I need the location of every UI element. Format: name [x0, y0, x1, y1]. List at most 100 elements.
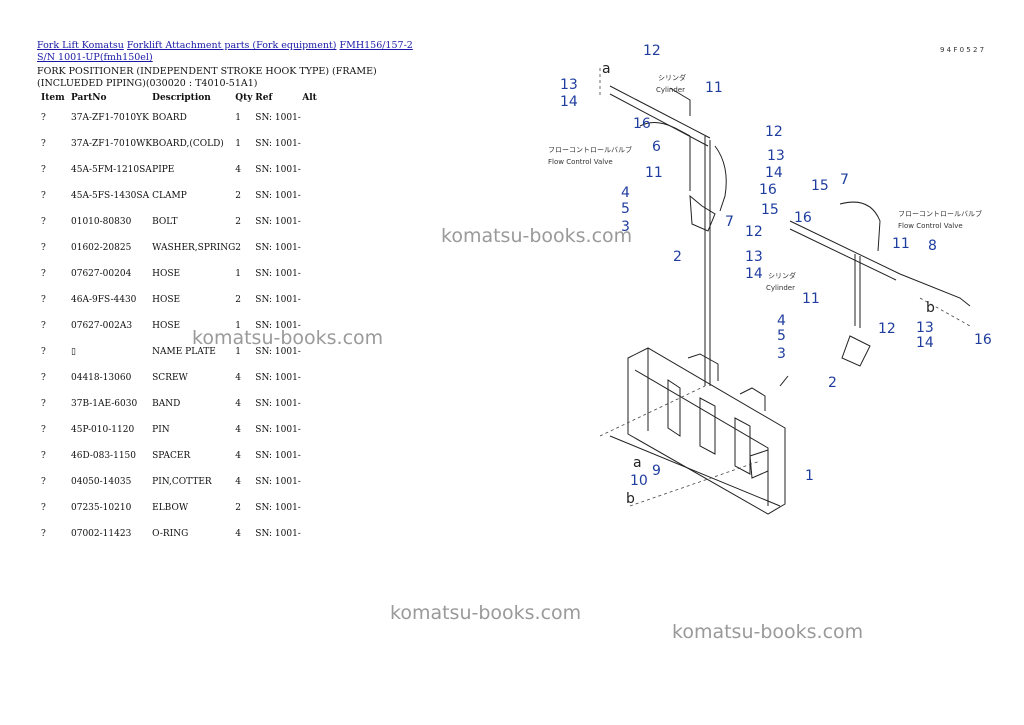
callout-14: 14 — [916, 335, 934, 351]
row-description: NAME PLATE — [152, 347, 216, 357]
callout-16: 16 — [633, 116, 651, 132]
row-description: HOSE — [152, 321, 181, 331]
row-partno: 01602-20825 — [71, 243, 132, 253]
callout-numbers: 12 13 14 11 16 12 6 13 14 11 16 4 5 15 1… — [560, 43, 992, 489]
table-header-row: Item PartNo Description Qty Ref Alt — [37, 91, 322, 105]
jp-flow-valve-label-2: フローコントロールバルブ — [898, 209, 982, 218]
row-partno: 07002-11423 — [71, 529, 132, 539]
row-partno: 37A-ZF1-7010WK — [71, 139, 153, 149]
callout-15: 15 — [761, 202, 779, 218]
row-ref: SN: 1001- — [255, 243, 301, 253]
callout-16: 16 — [974, 332, 992, 348]
row-qty: 4 — [235, 529, 242, 539]
row-ref: SN: 1001- — [255, 191, 301, 201]
flow-valve-label-2: Flow Control Valve — [898, 222, 963, 230]
row-qty: 2 — [235, 503, 242, 513]
callout-11: 11 — [645, 165, 663, 181]
row-qty: 4 — [235, 399, 242, 409]
callout-11: 11 — [892, 236, 910, 252]
row-qty: 1 — [235, 347, 242, 357]
leader-lines — [599, 68, 971, 507]
row-item: ? — [41, 321, 46, 331]
row-description: ELBOW — [152, 503, 189, 513]
callout-b-bottom: b — [626, 491, 635, 507]
row-partno: ▯ — [71, 347, 76, 357]
jp-cylinder-label-2: シリンダ — [768, 271, 796, 280]
callout-9: 9 — [652, 463, 661, 479]
breadcrumb-link-attachment-parts[interactable]: Forklift Attachment parts (Fork equipmen… — [126, 40, 337, 51]
row-item: ? — [41, 425, 46, 435]
row-partno: 46A-9FS-4430 — [71, 295, 137, 305]
callout-10: 10 — [630, 473, 648, 489]
callout-1: 1 — [805, 468, 814, 484]
row-description: SCREW — [152, 373, 188, 383]
row-item: ? — [41, 477, 46, 487]
row-item: ? — [41, 165, 46, 175]
parts-diagram: 9 4 F 0 5 2 7 シリンダ Cylinder フローコントロールバルブ… — [548, 43, 992, 515]
watermark: komatsu-books.com — [441, 225, 633, 247]
callout-13: 13 — [560, 77, 578, 93]
row-alt — [302, 287, 322, 313]
row-alt — [302, 365, 322, 391]
row-qty: 1 — [235, 113, 242, 123]
row-ref: SN: 1001- — [255, 321, 301, 331]
row-alt — [302, 391, 322, 417]
row-partno: 45A-5FS-1430SA — [71, 191, 150, 201]
breadcrumb-link-forklift-komatsu[interactable]: Fork Lift Komatsu — [37, 40, 124, 51]
row-description: BOLT — [152, 217, 178, 227]
row-description: HOSE — [152, 269, 181, 279]
row-qty: 1 — [235, 321, 242, 331]
row-alt — [302, 521, 322, 547]
callout-13: 13 — [767, 148, 785, 164]
row-qty: 4 — [235, 165, 242, 175]
row-partno: 07235-10210 — [71, 503, 132, 513]
row-alt — [302, 495, 322, 521]
parts-table: Item PartNo Description Qty Ref Alt ?37A… — [37, 91, 322, 547]
breadcrumb-link-model[interactable]: FMH156/157-2 S/N 1001-UP(fmh150el) — [37, 40, 413, 63]
row-qty: 4 — [235, 425, 242, 435]
callout-14: 14 — [745, 266, 763, 282]
row-item: ? — [41, 347, 46, 357]
callout-4: 4 — [777, 313, 786, 329]
row-item: ? — [41, 243, 46, 253]
row-ref: SN: 1001- — [255, 425, 301, 435]
row-ref: SN: 1001- — [255, 295, 301, 305]
cylinder-left — [609, 85, 727, 386]
row-alt — [302, 131, 322, 157]
row-ref: SN: 1001- — [255, 529, 301, 539]
row-item: ? — [41, 113, 46, 123]
row-partno: 07627-00204 — [71, 269, 132, 279]
callout-6: 6 — [652, 139, 661, 155]
callout-5: 5 — [621, 201, 630, 217]
row-item: ? — [41, 529, 46, 539]
row-alt — [302, 261, 322, 287]
row-alt — [302, 105, 322, 131]
row-item: ? — [41, 269, 46, 279]
page-title: FORK POSITIONER (INDEPENDENT STROKE HOOK… — [37, 66, 377, 89]
row-qty: 1 — [235, 139, 242, 149]
row-alt — [302, 469, 322, 495]
callout-16: 16 — [794, 210, 812, 226]
jp-cylinder-label-1: シリンダ — [658, 73, 686, 82]
callout-13: 13 — [745, 249, 763, 265]
column-header-ref: Ref — [255, 93, 273, 103]
callout-2: 2 — [828, 375, 837, 391]
row-description: BAND — [152, 399, 181, 409]
row-qty: 2 — [235, 295, 242, 305]
callout-7: 7 — [725, 214, 734, 230]
row-partno: 04418-13060 — [71, 373, 132, 383]
row-ref: SN: 1001- — [255, 373, 301, 383]
cylinder-label-1: Cylinder — [656, 86, 685, 94]
row-item: ? — [41, 373, 46, 383]
row-partno: 45A-5FM-1210SA — [71, 165, 152, 175]
